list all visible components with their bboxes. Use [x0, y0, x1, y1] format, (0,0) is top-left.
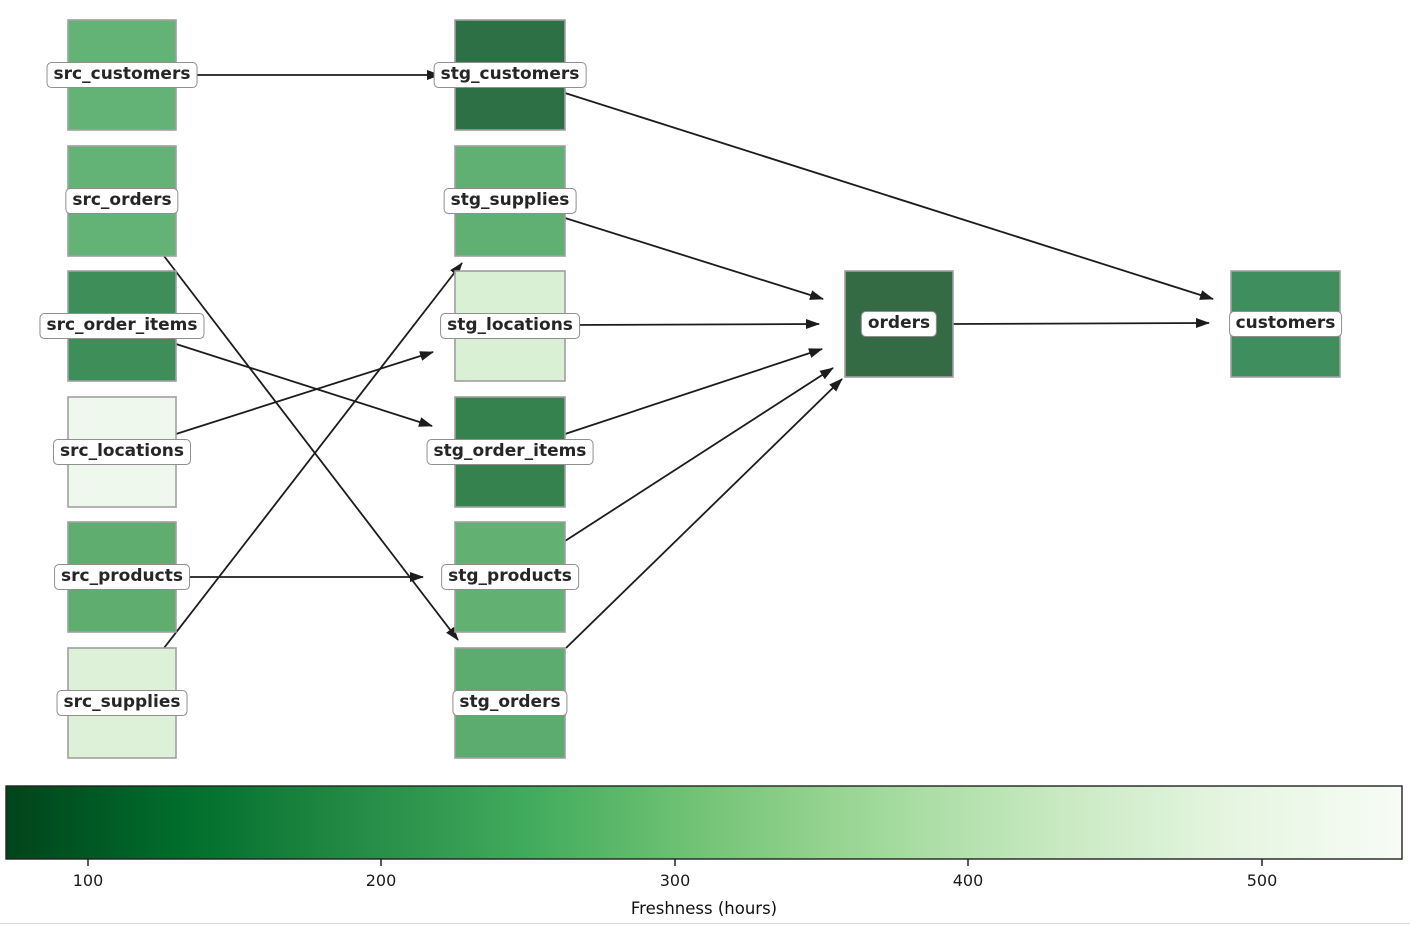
node-layer	[67, 19, 1341, 759]
edge-src_supplies-to-stg_supplies	[163, 262, 463, 649]
edge-stg_orders-to-orders	[565, 378, 843, 649]
edge-stg_products-to-orders	[564, 367, 834, 542]
edge-orders-to-customers	[952, 318, 1210, 329]
node-box-src_supplies	[67, 647, 177, 759]
node-box-stg_supplies	[454, 145, 566, 257]
edge-src_orders-to-stg_orders	[163, 255, 459, 641]
edge-stg_locations-to-orders	[564, 319, 820, 330]
edge-layer	[163, 70, 1214, 649]
bottom-hairline	[0, 923, 1410, 924]
node-box-stg_orders	[454, 647, 566, 759]
node-box-orders	[844, 270, 954, 378]
edge-stg_order_items-to-orders	[564, 348, 823, 435]
node-box-stg_products	[454, 521, 566, 633]
node-box-src_products	[67, 521, 177, 633]
edge-stg_supplies-to-orders	[564, 217, 824, 300]
node-box-src_locations	[67, 396, 177, 508]
node-box-src_order_items	[67, 270, 177, 382]
node-box-customers	[1230, 270, 1341, 378]
node-box-stg_order_items	[454, 396, 566, 508]
node-box-src_orders	[67, 145, 177, 257]
node-box-stg_locations	[454, 270, 566, 382]
node-box-src_customers	[67, 19, 177, 131]
node-box-stg_customers	[454, 19, 566, 131]
edge-src_order_items-to-stg_order_items	[175, 343, 433, 427]
edge-stg_customers-to-customers	[564, 92, 1214, 300]
colorbar-gradient-bar	[5, 785, 1403, 860]
edge-src_locations-to-stg_locations	[175, 351, 434, 435]
colorbar-axis-label: Freshness (hours)	[630, 899, 778, 918]
colorbar	[5, 785, 1403, 866]
